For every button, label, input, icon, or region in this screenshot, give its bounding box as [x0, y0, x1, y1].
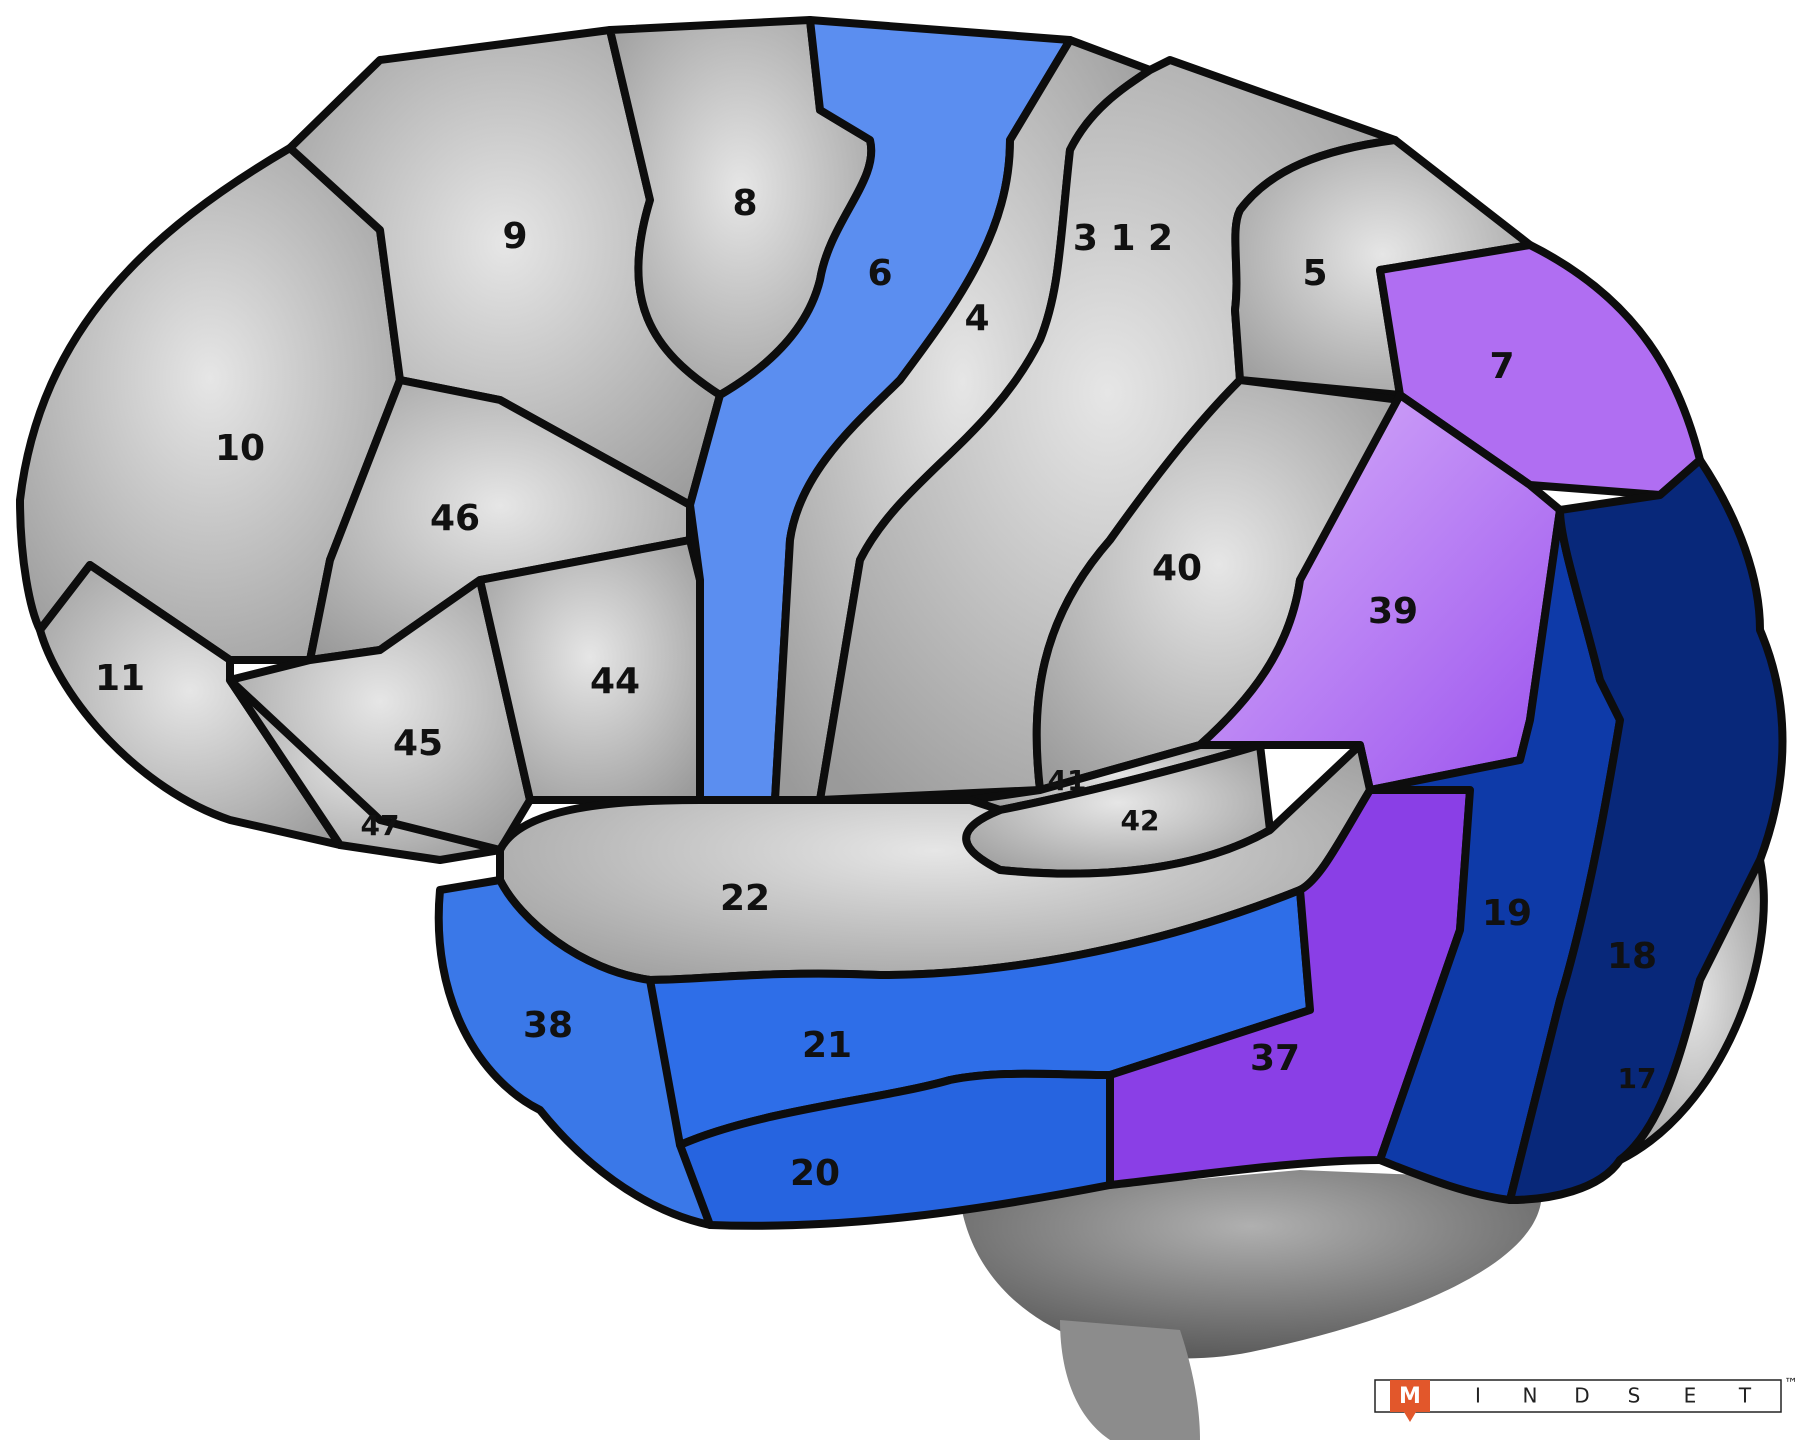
- label-19: 19: [1482, 893, 1532, 934]
- label-47: 47: [361, 809, 400, 842]
- label-9: 9: [502, 216, 527, 257]
- region-47: [226, 676, 504, 864]
- logo-letter-d: D: [1574, 1384, 1589, 1408]
- region-20: [676, 1069, 1114, 1230]
- logo-m-pointer: [1404, 1412, 1416, 1422]
- label-20: 20: [790, 1153, 840, 1194]
- label-5: 5: [1302, 253, 1327, 294]
- logo-trademark: ™: [1784, 1376, 1798, 1392]
- logo-letter-s: S: [1628, 1384, 1641, 1408]
- label-18: 18: [1607, 936, 1657, 977]
- label-22: 22: [720, 878, 770, 919]
- label-40: 40: [1152, 548, 1202, 589]
- logo-frame: [1374, 1379, 1782, 1413]
- region-17: [1616, 856, 1768, 1164]
- label-44: 44: [590, 661, 640, 702]
- region-37: [1106, 786, 1474, 1189]
- label-6: 6: [867, 253, 892, 294]
- label-41: 41: [1048, 764, 1087, 797]
- cerebellum: [960, 1170, 1542, 1359]
- label-17: 17: [1618, 1062, 1657, 1095]
- label-21: 21: [802, 1025, 852, 1066]
- logo-letter-i: I: [1475, 1384, 1481, 1408]
- label-4: 4: [964, 298, 989, 339]
- label-11: 11: [95, 658, 145, 699]
- region-38: [434, 876, 714, 1229]
- logo-letter-m: M: [1399, 1384, 1421, 1409]
- label-46: 46: [430, 498, 480, 539]
- label-8: 8: [732, 183, 757, 224]
- logo-letter-n: N: [1523, 1384, 1538, 1408]
- label-39: 39: [1368, 591, 1418, 632]
- logo-letter-t: T: [1738, 1384, 1752, 1408]
- logo-m-box: [1390, 1380, 1430, 1412]
- logo-letter-e: E: [1684, 1384, 1697, 1408]
- label-42: 42: [1121, 804, 1160, 837]
- label-45: 45: [393, 723, 443, 764]
- label-312: 3 1 2: [1073, 218, 1173, 259]
- mindset-logo: M I N D S E T ™: [1374, 1376, 1798, 1422]
- label-38: 38: [523, 1005, 573, 1046]
- label-10: 10: [215, 428, 265, 469]
- brainstem: [1060, 1320, 1200, 1440]
- label-37: 37: [1250, 1038, 1300, 1079]
- label-7: 7: [1489, 346, 1514, 387]
